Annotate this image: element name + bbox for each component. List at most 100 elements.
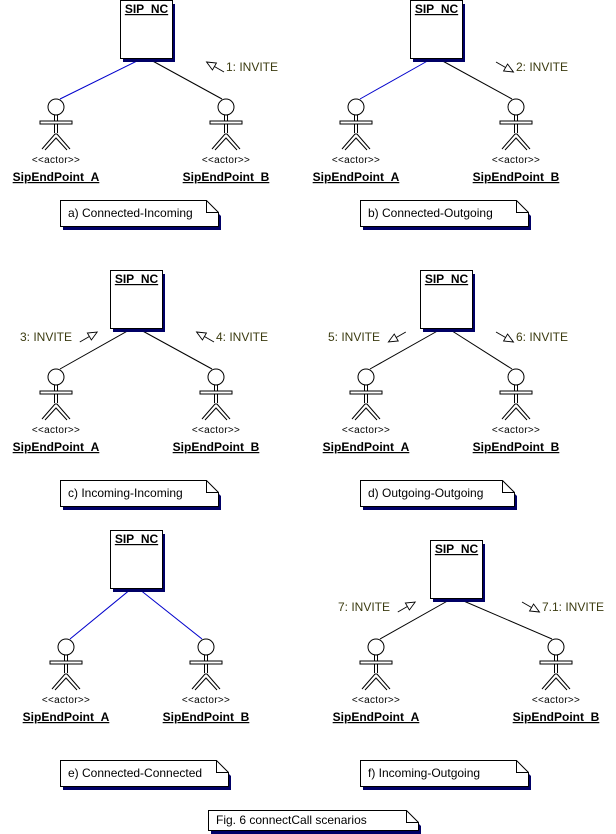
note-fold-icon <box>216 760 229 773</box>
actor-head-icon <box>197 638 215 656</box>
actor-arms <box>39 120 73 125</box>
note-text: e) Connected-Connected <box>68 766 202 780</box>
object-name: SIP_NC <box>425 272 469 286</box>
actor-head-icon <box>367 638 385 656</box>
scenario-note: f) Incoming-Outgoing <box>360 760 531 790</box>
message-label: 6: INVITE <box>516 330 568 344</box>
actor-stereotype: <<actor>> <box>352 695 400 706</box>
actor-head-icon <box>47 98 65 116</box>
actor-stereotype: <<actor>> <box>32 425 80 436</box>
actor-legs <box>364 677 388 691</box>
note-fold-icon <box>206 480 219 493</box>
message-2: 7.1: INVITE <box>521 600 604 614</box>
scenario-panel-c: SIP_NC <<actor>> SipEndPoint_A <<actor>>Sip… <box>13 270 268 510</box>
actor-head-icon <box>357 368 375 386</box>
actor-stereotype: <<actor>> <box>492 425 540 436</box>
scenario-note: a) Connected-Incoming <box>60 200 221 230</box>
actor-legs <box>204 407 228 421</box>
actor-stereotype: <<actor>> <box>182 695 230 706</box>
actor-a: <<actor>> SipEndPoint_A <box>13 98 100 184</box>
actor-name: SipEndPoint_B <box>183 170 270 184</box>
message-label: 4: INVITE <box>216 330 268 344</box>
note-body <box>208 810 419 831</box>
actor-head-icon <box>207 368 225 386</box>
actor-stereotype: <<actor>> <box>42 695 90 706</box>
actor-legs <box>341 133 371 150</box>
link-to-endpoint-a <box>359 58 432 100</box>
actor-name: SipEndPoint_A <box>13 170 100 184</box>
actor-arms <box>499 120 533 125</box>
message-label: 5: INVITE <box>328 330 380 344</box>
figure-caption: Fig. 6 connectCall scenarios <box>216 813 367 827</box>
actor-arms <box>189 660 223 665</box>
scenario-panel-b: SIP_NC<<actor>>SipEndPoint_A<<actor>>Sip… <box>313 0 568 230</box>
actor-legs <box>501 403 531 420</box>
actor-legs <box>44 407 68 421</box>
message-arrow-tail <box>495 61 507 69</box>
actor-legs <box>214 137 238 151</box>
actor-arms <box>199 390 233 395</box>
note-fold-icon <box>516 760 529 773</box>
actor-stereotype: <<actor>> <box>492 155 540 166</box>
link-to-endpoint-b <box>138 588 203 640</box>
actor-a: <<actor>>SipEndPoint_A <box>313 98 400 184</box>
actor-arms <box>209 120 243 125</box>
note-text: d) Outgoing-Outgoing <box>368 486 483 500</box>
actor-a: <<actor>>SipEndPoint_A <box>323 368 410 454</box>
note-fold-icon <box>406 810 419 823</box>
message-1: 1: INVITE <box>205 60 278 74</box>
message-1: 5: INVITE <box>328 330 407 344</box>
object-name: SIP_NC <box>115 272 159 286</box>
message-arrow-tail <box>495 331 507 339</box>
actor-arms <box>359 660 393 665</box>
message-label: 7: INVITE <box>338 600 390 614</box>
actor-b: <<actor>>SipEndPoint_B <box>163 638 250 724</box>
object-box-sip-nc <box>410 0 463 59</box>
actor-name: SipEndPoint_B <box>173 440 260 454</box>
link-to-endpoint-b <box>448 328 513 370</box>
actor-head-icon <box>47 368 65 386</box>
actor-head-icon <box>507 98 525 116</box>
message-arrow-icon <box>404 601 417 611</box>
message-label: 7.1: INVITE <box>542 600 604 614</box>
object-name: SIP_NC <box>125 2 169 16</box>
figure-caption-note: Fig. 6 connectCall scenarios <box>208 810 421 834</box>
message-1: 3: INVITE <box>20 330 99 344</box>
actor-legs <box>44 137 68 151</box>
actor-name: SipEndPoint_A <box>23 710 110 724</box>
link-to-endpoint-a <box>69 588 132 640</box>
actor-b: <<actor>>SipEndPoint_B <box>183 98 270 184</box>
object-name: SIP_NC <box>435 542 479 556</box>
note-body <box>360 200 529 227</box>
note-text: f) Incoming-Outgoing <box>368 766 480 780</box>
link-to-endpoint-a <box>59 328 132 370</box>
actor-b: <<actor>>SipEndPoint_B <box>473 98 560 184</box>
link-to-endpoint-a <box>379 598 452 640</box>
note-fold-icon <box>502 480 515 493</box>
message-arrow-icon <box>502 63 515 73</box>
actor-legs <box>354 407 378 421</box>
actor-name: SipEndPoint_A <box>13 440 100 454</box>
object-box-sip-nc <box>430 540 483 599</box>
message-arrow-icon <box>86 331 99 341</box>
actor-legs <box>194 677 218 691</box>
note-body <box>360 760 529 787</box>
actor-b: <<actor>>SipEndPoint_B <box>473 368 560 454</box>
scenario-panel-d: SIP_NC<<actor>>SipEndPoint_A<<actor>>Sip… <box>323 270 568 510</box>
scenario-note: e) Connected-Connected <box>60 760 231 790</box>
note-body <box>60 480 219 507</box>
actor-arms <box>39 390 73 395</box>
actor-b: <<actor>>SipEndPoint_B <box>173 368 260 454</box>
actor-legs <box>544 677 568 691</box>
actor-stereotype: <<actor>> <box>32 155 80 166</box>
actor-legs <box>504 137 528 151</box>
object-box-sip-nc <box>420 270 473 329</box>
actor-arms <box>49 660 83 665</box>
actor-name: SipEndPoint_A <box>323 440 410 454</box>
object-box-sip-nc <box>120 0 173 59</box>
actor-stereotype: <<actor>> <box>532 695 580 706</box>
actor-legs <box>191 673 221 690</box>
note-fold-icon <box>206 200 219 213</box>
scenario-panel-e: SIP_NC<<actor>>SipEndPoint_A<<actor>>Sip… <box>23 530 250 790</box>
actor-legs <box>201 403 231 420</box>
